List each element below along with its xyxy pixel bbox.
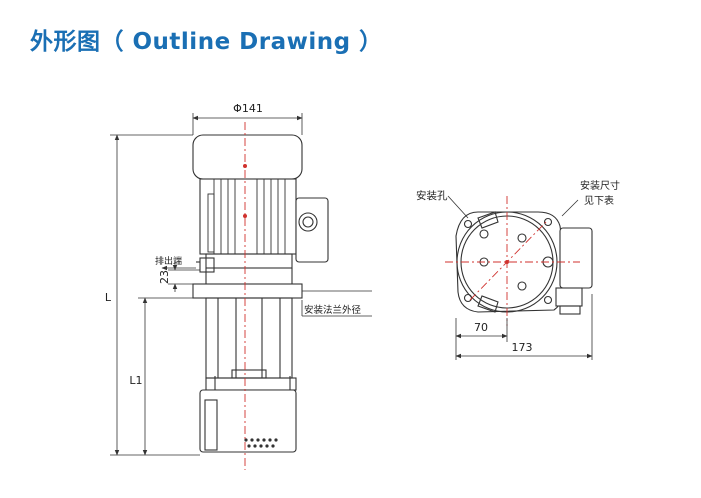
mount-slot-bottom [477, 295, 499, 313]
side-dimensions [110, 113, 372, 456]
cooling-fins [207, 179, 286, 254]
side-view [192, 122, 329, 470]
label-phi141: Φ141 [233, 102, 263, 115]
label-dim173: 173 [512, 341, 533, 354]
mounting-flange [192, 283, 303, 299]
terminal-cable-gland [298, 212, 318, 232]
outlet-port [199, 257, 215, 273]
motor-body [199, 178, 297, 255]
label-mount-size-2: 见下表 [584, 194, 614, 207]
label-flange-diameter: 安装法兰外径 [304, 304, 362, 316]
bolt-8 [543, 217, 553, 227]
bolt-9 [543, 295, 553, 305]
label-L: L [105, 291, 112, 304]
bolt-4 [517, 281, 527, 291]
mount-slot-top [477, 211, 499, 229]
motor-flange [205, 253, 293, 269]
bolt-1 [479, 229, 489, 239]
pump-casing [199, 389, 297, 453]
bolt-6 [463, 219, 473, 229]
label-mount-hole: 安装孔 [416, 189, 448, 202]
label-outlet: 排出端 [155, 255, 182, 267]
top-terminal-box [559, 227, 593, 289]
pump-head [205, 377, 297, 391]
bolt-2 [517, 233, 527, 243]
label-mount-size-1: 安装尺寸 [580, 179, 620, 192]
top-dimensions [447, 195, 593, 360]
label-dim70: 70 [474, 321, 488, 334]
pump-column [205, 297, 293, 379]
label-dim23: 23 [158, 270, 171, 284]
motor-cap [192, 134, 303, 180]
top-view [445, 196, 593, 326]
page-title: 外形图（ Outline Drawing ） [30, 29, 383, 55]
label-L1: L1 [129, 374, 142, 387]
suction-holes [244, 438, 278, 448]
